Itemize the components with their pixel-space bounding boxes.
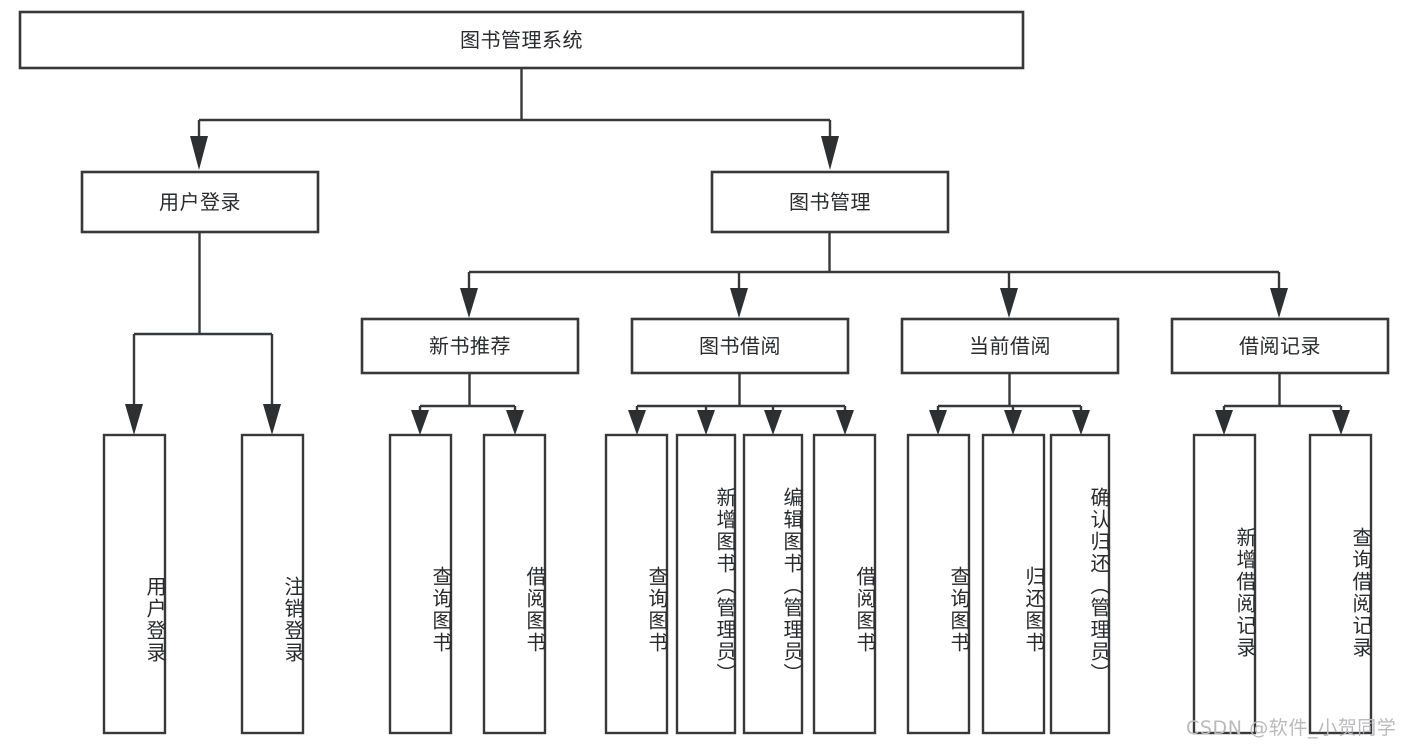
arrow-head-l3-1 [460,288,478,318]
node-box-borrow-record[interactable] [1170,317,1390,375]
node-box-leaf-cb-confirm-return[interactable] [1049,433,1111,735]
arrow-head-user-login [190,136,208,170]
arrow-head-br-1 [1215,410,1233,435]
arrow-head-cb-3 [1072,410,1090,435]
arrow-head-bb-1 [628,410,646,435]
node-box-leaf-bb-edit-book[interactable] [742,433,804,735]
arrow-head-cb-2 [1004,410,1022,435]
arrow-head-bb-2 [697,410,715,435]
node-box-leaf-br-query-record[interactable] [1308,433,1373,735]
arrow-head-ul-2 [263,404,281,435]
node-box-new-book-recommend[interactable] [360,317,580,375]
node-box-leaf-cb-query-book[interactable] [906,433,971,735]
node-box-book-manage[interactable] [710,170,950,234]
node-box-leaf-bb-query-book[interactable] [604,433,669,735]
node-box-leaf-nbr-query-book[interactable] [388,433,453,735]
arrow-head-nbr-1 [411,410,429,435]
arrow-head-cb-1 [929,410,947,435]
node-box-leaf-br-add-record[interactable] [1192,433,1257,735]
node-box-root[interactable] [18,10,1025,70]
arrow-head-br-2 [1332,410,1350,435]
arrow-head-bb-3 [764,410,782,435]
arrow-head-l3-2 [730,288,748,318]
node-box-leaf-bb-borrow-book[interactable] [812,433,877,735]
node-box-leaf-user-login[interactable] [102,433,167,735]
arrow-head-l3-3 [1000,288,1018,318]
arrow-head-l3-4 [1270,288,1288,318]
arrow-head-book-manage [821,136,839,170]
node-box-leaf-cb-return-book[interactable] [981,433,1046,735]
node-box-current-borrow[interactable] [900,317,1120,375]
node-box-leaf-bb-add-book[interactable] [675,433,737,735]
node-box-book-borrow[interactable] [630,317,850,375]
arrow-head-nbr-2 [506,410,524,435]
node-box-leaf-logout[interactable] [240,433,305,735]
node-box-leaf-nbr-borrow-book[interactable] [482,433,547,735]
arrow-head-ul-1 [125,404,143,435]
arrow-head-bb-4 [836,410,854,435]
node-box-user-login[interactable] [80,170,320,234]
